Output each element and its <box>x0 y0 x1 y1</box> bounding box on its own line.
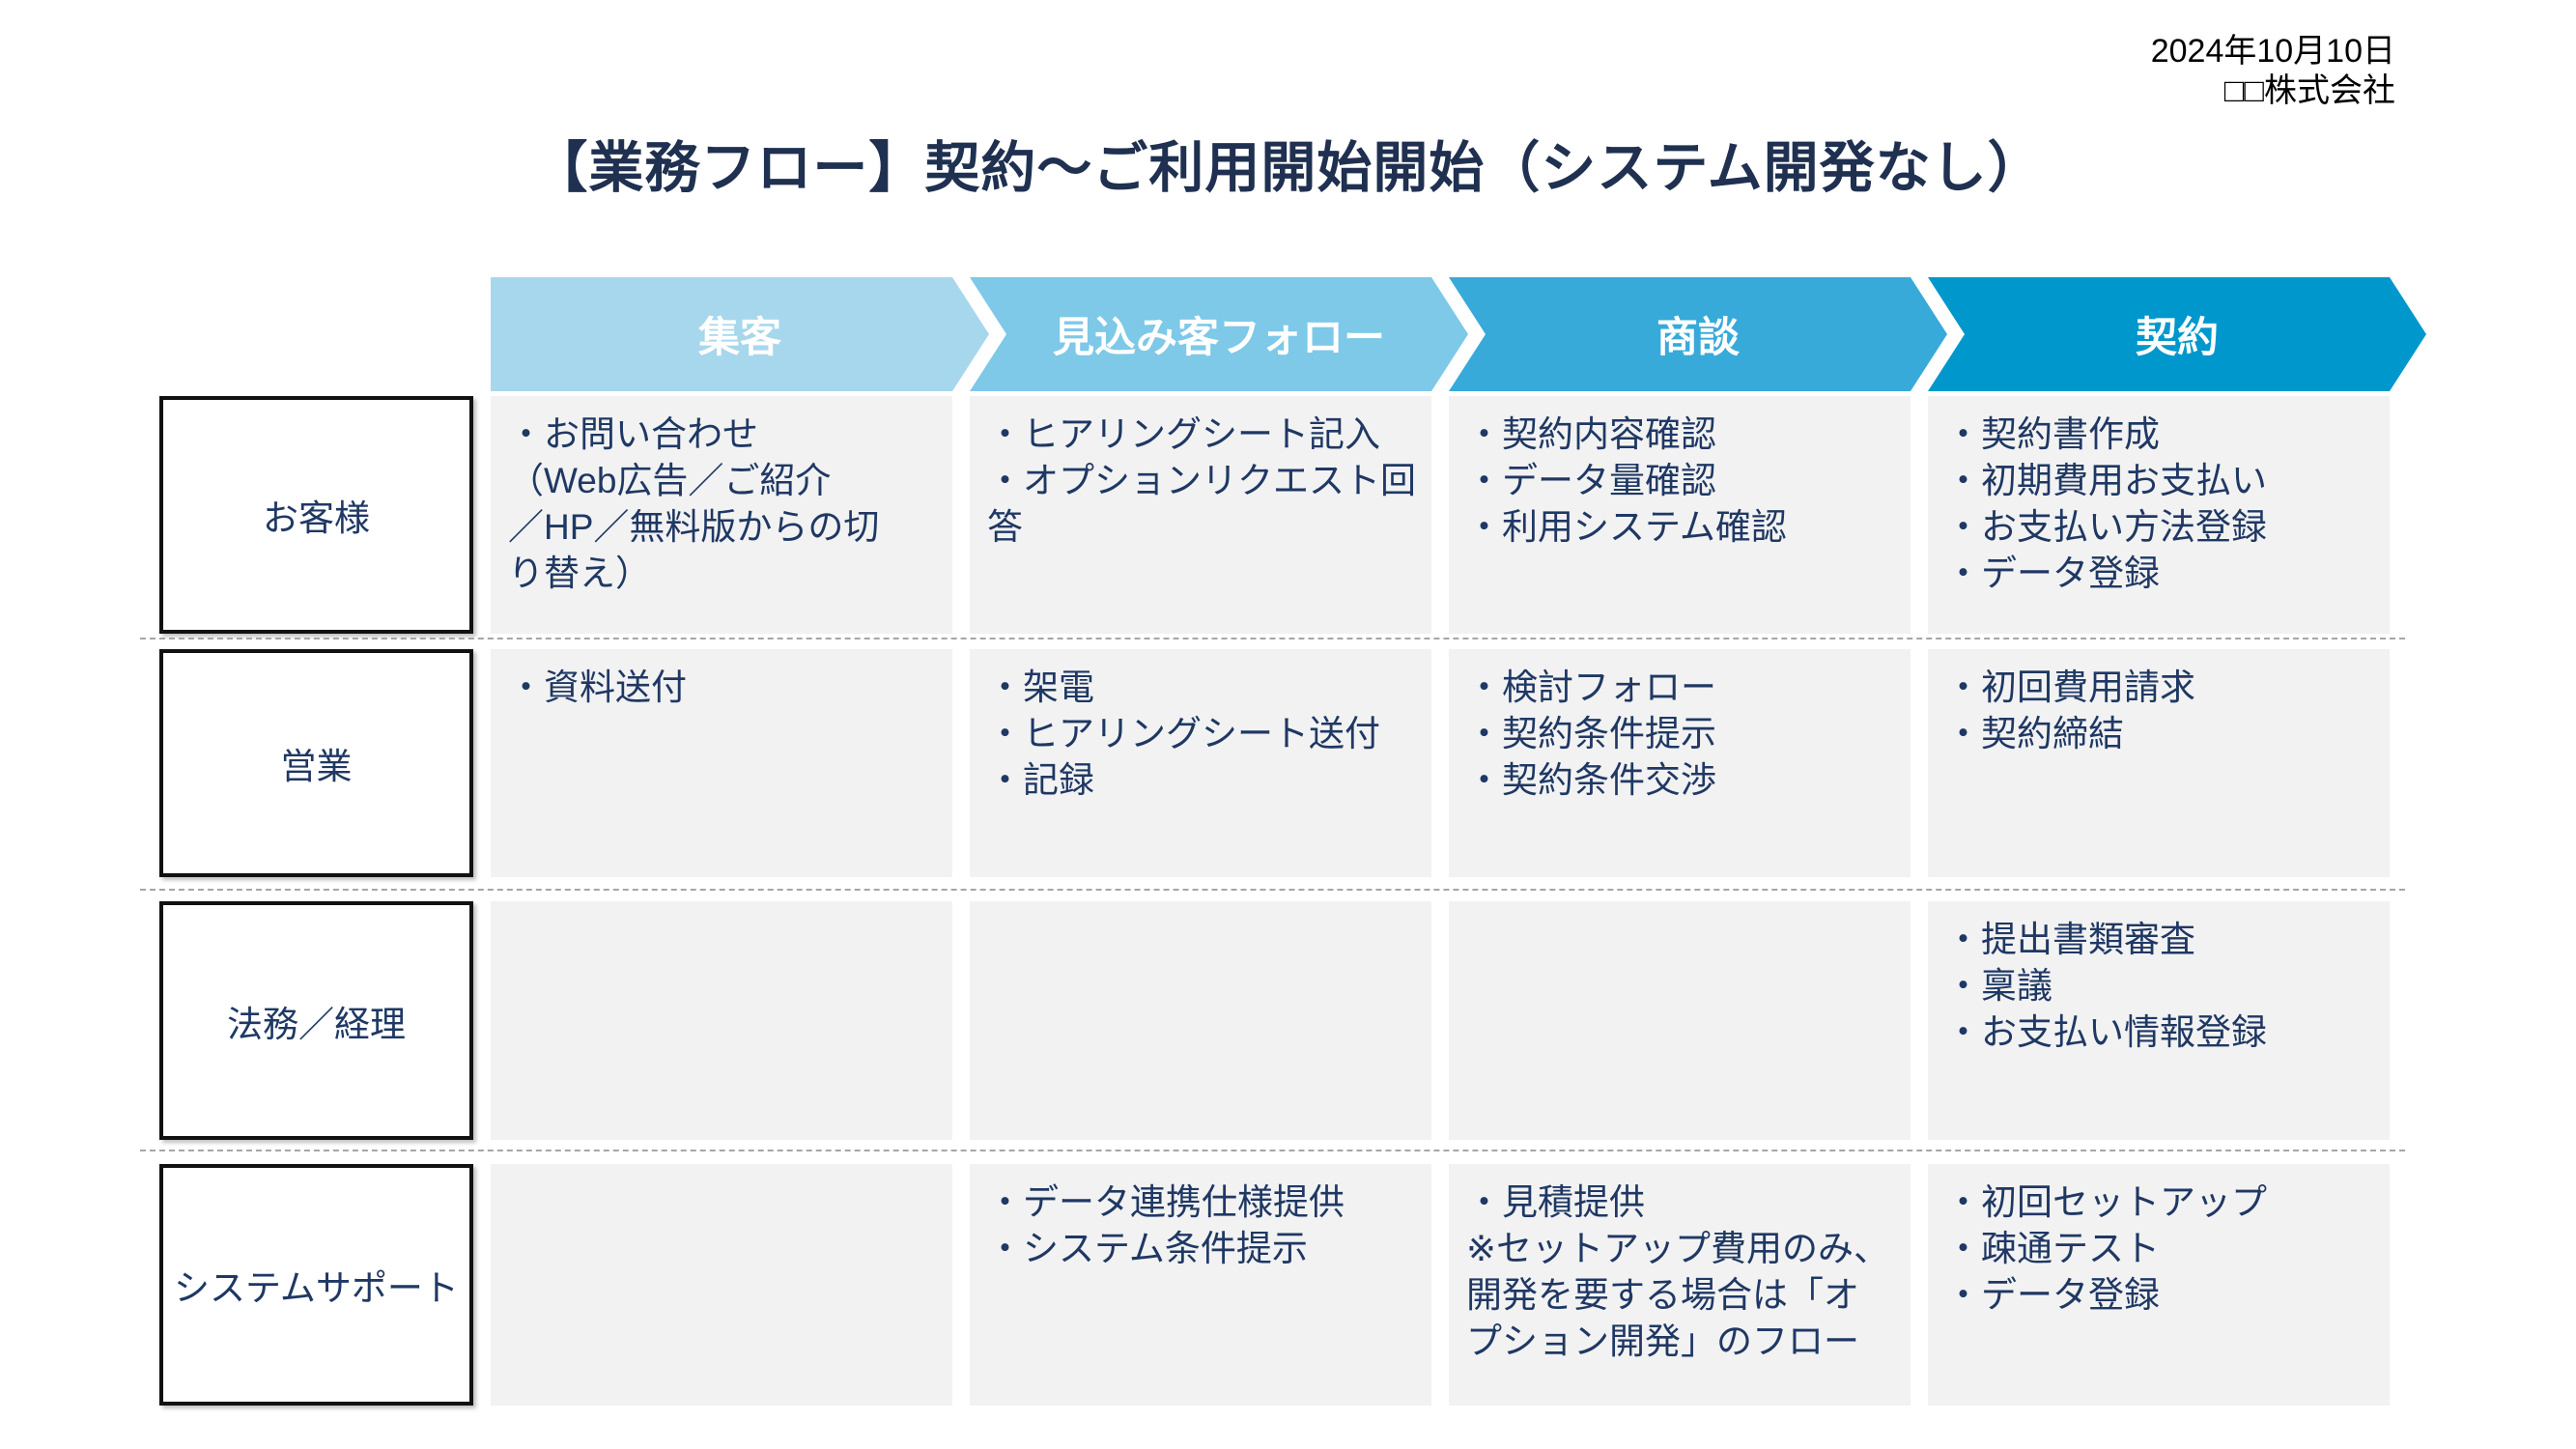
cell-support-lead-follow: ・データ連携仕様提供 ・システム条件提示 <box>970 1164 1431 1406</box>
cell-customer-lead-follow: ・ヒアリングシート記入 ・オプションリクエスト回答 <box>970 396 1431 634</box>
stage-chevron-attraction: 集客 <box>491 277 989 391</box>
lane-label-text: 法務／経理 <box>227 1004 406 1044</box>
stage-chevron-negotiation: 商談 <box>1449 277 1947 391</box>
cell-sales-attraction: ・資料送付 <box>491 649 952 877</box>
cell-legal-attraction <box>491 901 952 1140</box>
lane-label-text: お客様 <box>263 498 370 538</box>
cell-sales-contract: ・初回費用請求 ・契約締結 <box>1928 649 2390 877</box>
lane-separator <box>140 638 2405 639</box>
lane-label-legal-accounting: 法務／経理 <box>159 901 473 1140</box>
cell-customer-attraction: ・お問い合わせ （Web広告／ご紹介 ／HP／無料版からの切 り替え） <box>491 396 952 634</box>
cell-support-negotiation: ・見積提供 ※セットアップ費用のみ、 開発を要する場合は「オ プション開発」のフ… <box>1449 1164 1911 1406</box>
stage-label: 見込み客フォロー <box>1053 315 1385 361</box>
cell-customer-contract: ・契約書作成 ・初期費用お支払い ・お支払い方法登録 ・データ登録 <box>1928 396 2390 634</box>
lane-label-system-support: システムサポート <box>159 1164 473 1406</box>
lane-separator <box>140 889 2405 891</box>
cell-customer-negotiation: ・契約内容確認 ・データ量確認 ・利用システム確認 <box>1449 396 1911 634</box>
lane-separator <box>140 1150 2405 1151</box>
date-text: 2024年10月10日 <box>2150 33 2395 70</box>
cell-legal-negotiation <box>1449 901 1911 1140</box>
cell-legal-lead-follow <box>970 901 1431 1140</box>
lane-label-customer: お客様 <box>159 396 473 634</box>
lane-label-text: システムサポート <box>174 1268 459 1308</box>
lane-label-text: 営業 <box>280 747 353 786</box>
lane-label-sales: 営業 <box>159 649 473 877</box>
stage-label: 集客 <box>698 315 781 361</box>
page-title: 【業務フロー】契約～ご利用開始開始（システム開発なし） <box>532 137 2044 199</box>
stage-chevron-contract: 契約 <box>1928 277 2426 391</box>
cell-sales-negotiation: ・検討フォロー ・契約条件提示 ・契約条件交渉 <box>1449 649 1911 877</box>
cell-sales-lead-follow: ・架電 ・ヒアリングシート送付 ・記録 <box>970 649 1431 877</box>
cell-support-contract: ・初回セットアップ ・疎通テスト ・データ登録 <box>1928 1164 2390 1406</box>
cell-support-attraction <box>491 1164 952 1406</box>
company-name: □□株式会社 <box>2223 71 2395 109</box>
slide-meta: 2024年10月10日 □□株式会社 <box>2151 32 2395 111</box>
stage-label: 契約 <box>2136 315 2219 361</box>
cell-legal-contract: ・提出書類審査 ・稟議 ・お支払い情報登録 <box>1928 901 2390 1140</box>
stage-chevron-lead-follow: 見込み客フォロー <box>970 277 1468 391</box>
stage-label: 商談 <box>1656 315 1740 361</box>
